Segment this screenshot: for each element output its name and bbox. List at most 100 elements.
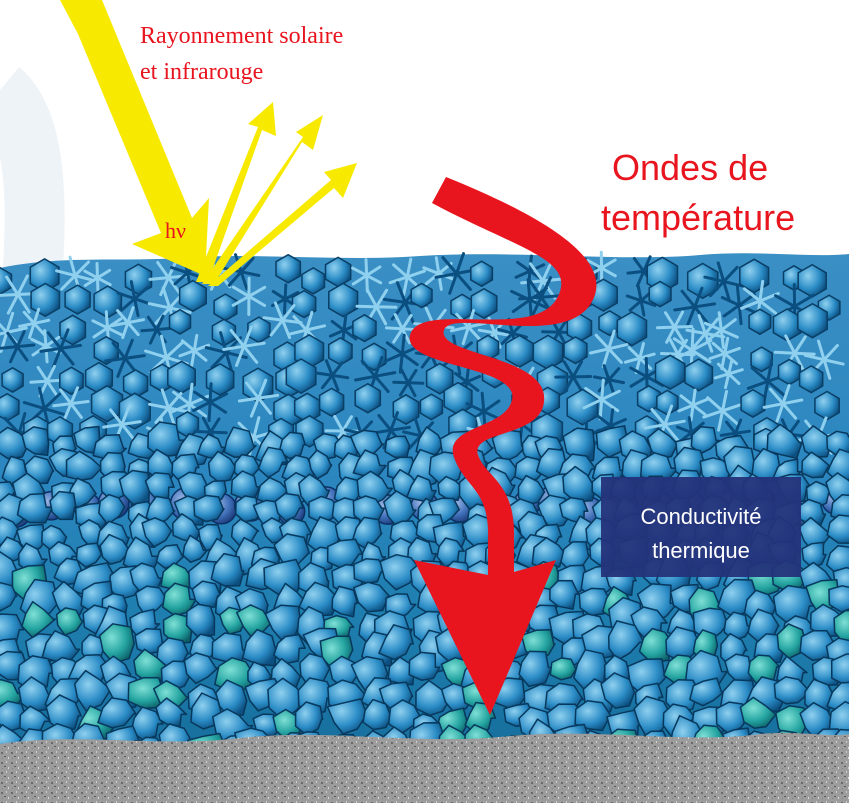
hexagonal-crystal xyxy=(750,346,773,373)
snow-grain xyxy=(830,493,849,522)
ground xyxy=(0,732,849,803)
depth-hoar-grain xyxy=(331,585,359,618)
snowflake-crystal xyxy=(702,390,743,432)
depth-hoar-grain xyxy=(294,701,324,736)
hexagonal-crystal xyxy=(205,363,235,397)
hexagonal-crystal xyxy=(0,266,13,296)
hexagonal-crystal xyxy=(532,334,564,371)
radiation-label-line1: Rayonnement solaire xyxy=(140,23,343,49)
snow-grain xyxy=(21,426,50,456)
depth-hoar-grain xyxy=(549,657,578,681)
hexagonal-crystal xyxy=(616,311,648,347)
snowflake-crystal xyxy=(104,338,146,378)
snowflake-crystal xyxy=(351,258,383,293)
hexagonal-crystal xyxy=(410,282,433,309)
snowflake-crystal xyxy=(703,261,745,302)
snowflake-crystal xyxy=(625,284,657,317)
hexagonal-crystal xyxy=(684,358,714,392)
depth-hoar-grain xyxy=(739,696,778,730)
depth-hoar-grain xyxy=(830,653,849,687)
hexagonal-crystal xyxy=(168,308,192,335)
hexagonal-crystal xyxy=(686,262,719,300)
solar-incoming-arrow xyxy=(60,0,209,276)
snow-grain xyxy=(98,493,126,525)
snowflake-crystal xyxy=(192,382,229,423)
hexagonal-crystal xyxy=(392,393,420,425)
hexagonal-crystal xyxy=(124,263,153,296)
hexagonal-crystal xyxy=(118,392,151,430)
snow-grain xyxy=(562,465,598,503)
conductivity-label-line2: thermique xyxy=(652,538,750,563)
snow-grain xyxy=(801,451,832,479)
depth-hoar-grain xyxy=(210,552,245,587)
depth-hoar-grain xyxy=(21,600,57,639)
depth-hoar-grain xyxy=(574,699,613,732)
depth-hoar-grain xyxy=(273,633,306,665)
hexagonal-crystal xyxy=(443,381,473,416)
depth-hoar-grain xyxy=(161,582,197,617)
snowflake-crystal xyxy=(237,378,280,418)
hexagonal-crystal xyxy=(814,390,840,421)
snowflake-crystal xyxy=(582,378,621,421)
hexagonal-crystal xyxy=(648,280,672,308)
hexagonal-crystal xyxy=(285,358,317,394)
snow-grain xyxy=(491,429,528,463)
snowflake-crystal xyxy=(514,254,546,288)
snow-grain xyxy=(384,435,411,459)
depth-hoar-grain xyxy=(689,677,725,707)
hexagonal-crystal xyxy=(470,287,498,320)
hexagonal-crystal xyxy=(425,362,454,395)
hexagonal-crystal xyxy=(563,336,588,365)
snow-grain xyxy=(308,449,333,480)
hexagonal-crystal xyxy=(505,334,534,368)
temperature-wave-arrow xyxy=(409,177,597,715)
hexagonal-crystal xyxy=(1,366,24,393)
hexagonal-crystal xyxy=(318,387,345,417)
snowflake-crystal xyxy=(222,325,266,367)
snowflake-crystal xyxy=(18,307,51,339)
snowflake-crystal xyxy=(52,386,90,422)
snow-grain xyxy=(16,492,54,524)
snowflake-crystal xyxy=(39,328,82,369)
snowflake-crystal xyxy=(713,358,744,390)
reflected-radiation-arrows xyxy=(196,102,357,286)
hexagonal-crystal xyxy=(654,354,686,390)
snowflake-crystal xyxy=(315,359,350,392)
hexagonal-crystal xyxy=(419,393,444,421)
snow-grain xyxy=(75,542,103,569)
radiation-label-line2: et infrarouge xyxy=(140,59,263,85)
snowflake-crystal xyxy=(677,388,709,422)
snowflake-crystal xyxy=(102,405,142,443)
snowflake-crystal xyxy=(703,311,739,349)
depth-hoar-grain xyxy=(600,672,636,709)
depth-hoar-grain xyxy=(97,697,137,729)
hexagonal-crystal xyxy=(740,388,766,418)
hexagonal-crystal xyxy=(30,282,61,318)
hexagonal-crystal xyxy=(301,267,326,295)
hexagonal-crystal xyxy=(90,385,124,423)
hexagonal-crystal xyxy=(797,263,827,298)
depth-hoar-grain xyxy=(773,676,812,705)
snow-grain xyxy=(182,534,209,564)
snowflake-crystal xyxy=(623,342,656,375)
snowflake-crystal xyxy=(178,333,211,368)
depth-hoar-grain xyxy=(55,607,85,636)
depth-hoar-grain xyxy=(408,651,441,681)
snowflake-crystal xyxy=(0,330,36,364)
depth-hoar-grain xyxy=(98,623,136,664)
hexagonal-crystal xyxy=(328,282,359,318)
hexagonal-crystal xyxy=(748,308,772,336)
hexagonal-crystal xyxy=(59,366,84,396)
snowflake-crystal xyxy=(91,310,124,346)
depth-hoar-grain xyxy=(378,624,414,661)
snow-grain xyxy=(141,517,173,548)
hexagonal-crystal xyxy=(175,410,200,438)
snowflake-crystal xyxy=(708,336,741,371)
hexagonal-crystal xyxy=(777,358,801,386)
snowflake-crystal xyxy=(140,314,174,345)
hexagonal-crystal xyxy=(450,293,474,321)
depth-hoar-grain xyxy=(353,581,390,613)
hexagonal-crystal xyxy=(636,384,661,413)
